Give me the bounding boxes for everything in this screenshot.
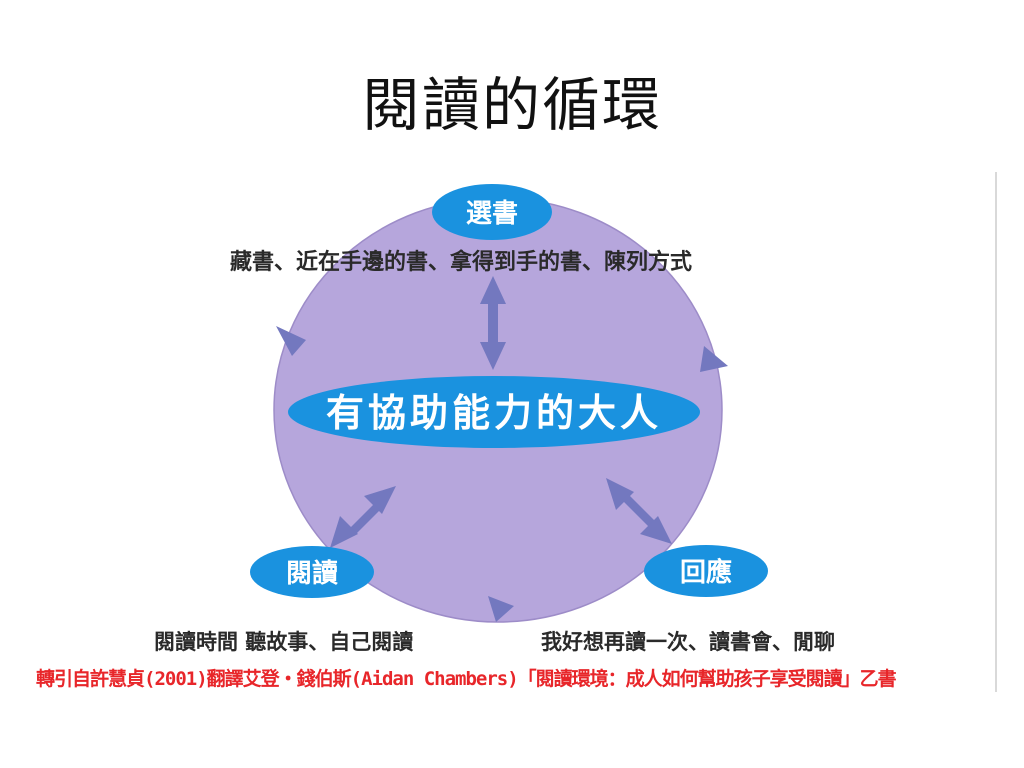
cycle-arrow-bottom-icon bbox=[488, 596, 514, 622]
double-arrow-select-icon bbox=[480, 276, 506, 370]
cycle-arrow-left-icon bbox=[276, 326, 306, 356]
panel-edge bbox=[995, 172, 997, 692]
center-ellipse bbox=[288, 376, 700, 448]
node-read bbox=[250, 546, 374, 598]
cycle-arrow-right-icon bbox=[700, 346, 728, 372]
node-select-label: 選書 bbox=[466, 199, 518, 229]
center-label: 有協助能力的大人 bbox=[326, 391, 662, 435]
double-arrow-read-icon bbox=[330, 486, 396, 548]
node-select-desc: 藏書、近在手邊的書、拿得到手的書、陳列方式 bbox=[230, 250, 693, 275]
node-respond bbox=[644, 545, 768, 597]
slide-title: 閱讀的循環 bbox=[361, 71, 662, 139]
double-arrow-respond-icon bbox=[606, 478, 672, 544]
node-select bbox=[432, 184, 552, 240]
node-read-label: 閱讀 bbox=[286, 559, 338, 589]
node-read-desc: 閱讀時間 聽故事、自己閱讀 bbox=[154, 630, 414, 654]
node-respond-label: 回應 bbox=[680, 557, 732, 588]
source-caption: 轉引自許慧貞(2001)翻譯艾登・錢伯斯(Aidan Chambers)「閱讀環… bbox=[36, 668, 897, 690]
node-respond-desc: 我好想再讀一次、讀書會、閒聊 bbox=[541, 630, 835, 654]
